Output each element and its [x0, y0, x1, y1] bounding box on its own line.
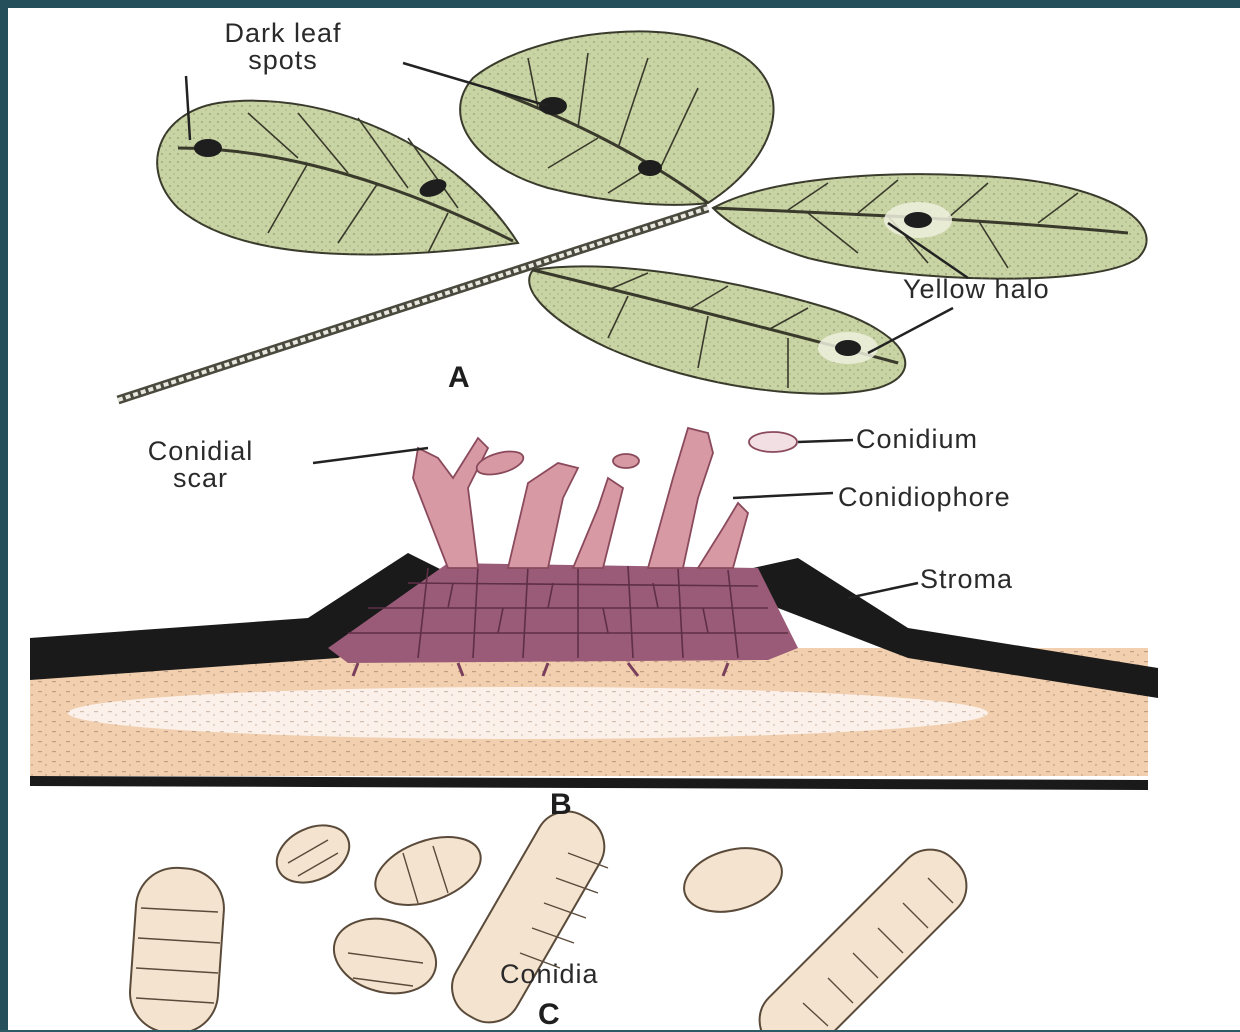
panel-c-conidia [127, 800, 979, 1030]
panel-letter-a: A [448, 361, 470, 395]
conidium-spore [440, 800, 616, 1030]
dark-leaf-spot [904, 212, 932, 228]
label-conidial-scar-line2: scar [93, 465, 308, 492]
label-yellow-halo: Yellow halo [903, 276, 1050, 303]
leaf-right [713, 174, 1147, 278]
label-dark-leaf-spots-line2: spots [163, 47, 403, 74]
dark-leaf-spot [194, 139, 222, 157]
conidium-spore [325, 908, 444, 1004]
figure-canvas: Dark leaf spots Yellow halo A Conidial s… [8, 8, 1240, 1030]
label-dark-leaf-spots: Dark leaf spots [163, 20, 403, 74]
conidium-spore [268, 814, 359, 893]
lower-epidermis [30, 776, 1148, 790]
conidiophore [698, 503, 748, 568]
label-dark-leaf-spots-line1: Dark leaf [163, 20, 403, 47]
conidiophore [573, 478, 623, 568]
label-conidium: Conidium [856, 426, 978, 453]
conidiophore [648, 428, 713, 568]
dark-leaf-spot [539, 97, 567, 115]
dark-leaf-spot [638, 160, 662, 176]
botanical-illustration [8, 8, 1240, 1030]
conidium-spore [366, 824, 490, 918]
leader-conidium [798, 440, 853, 442]
leader-conidiophore [733, 493, 833, 498]
leaf-upper-right [460, 31, 773, 204]
conidium-attached [613, 454, 639, 468]
panel-a-leaves [118, 31, 1147, 400]
conidium-spore [677, 838, 789, 922]
label-conidia: Conidia [500, 961, 599, 988]
leader-stroma [848, 583, 918, 598]
label-stroma: Stroma [920, 566, 1013, 593]
panel-letter-c: C [538, 998, 560, 1032]
frame-border-left [0, 0, 8, 1030]
frame-border-top [0, 0, 1240, 8]
dark-leaf-spot [835, 340, 861, 356]
leader-conidial-scar [313, 448, 428, 463]
label-conidiophore: Conidiophore [838, 484, 1011, 511]
conidium-attached [749, 432, 797, 452]
leaf-lower [529, 266, 905, 393]
conidiophore [413, 438, 488, 568]
label-conidial-scar-line1: Conidial [93, 438, 308, 465]
label-conidial-scar: Conidial scar [93, 438, 308, 492]
panel-letter-b: B [550, 788, 572, 822]
conidiophore [508, 463, 578, 568]
conidium-spore [127, 865, 226, 1030]
